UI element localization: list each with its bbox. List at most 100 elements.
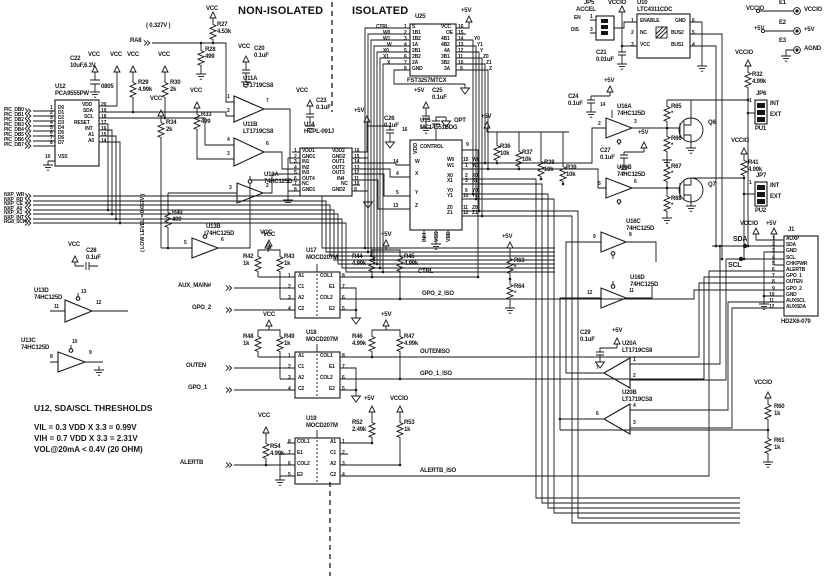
pin-name: NC: [640, 30, 647, 36]
ref-u19: U19 MOCD207M: [306, 416, 338, 429]
pin-name: 4A: [444, 48, 450, 54]
pin-number: 6: [634, 179, 637, 185]
pin-number: 9: [89, 350, 92, 356]
ref-j1: J1: [788, 227, 795, 233]
pin-name: W: [415, 159, 420, 165]
pin-name: E2: [329, 306, 335, 312]
net-nxp-ce: NXP_CE_: [4, 201, 26, 207]
pin-number: 2: [294, 154, 297, 160]
pin-number: 2: [288, 284, 291, 290]
net-nxp-rd: NXP_RD_: [4, 197, 26, 203]
pin-name: C1: [298, 364, 304, 370]
ref-e1: E1: [779, 0, 786, 6]
pin-number: 6: [465, 188, 468, 194]
pin-number: 11: [354, 176, 359, 182]
ref-u15-opt: OPT: [454, 118, 466, 124]
ic-u12: [54, 99, 100, 167]
pin-number: 5: [342, 306, 345, 312]
pin-name: D7: [58, 140, 64, 146]
pin-number: 4: [772, 255, 775, 261]
pin-number: 10: [354, 181, 360, 187]
pin-number: 11: [458, 54, 463, 60]
ref-pu2: PU2: [755, 208, 767, 214]
pin-number: 1: [227, 94, 230, 100]
pin-number: 3: [633, 420, 636, 426]
pin-name: AUXSDA: [786, 304, 806, 310]
ref-e2: E2: [779, 20, 786, 26]
ref-r68: R68 *: [671, 196, 682, 209]
pin-number: 13: [81, 289, 87, 295]
pin-name: W1: [447, 163, 455, 169]
pin-name: DIS: [571, 27, 579, 33]
pin-number: 2: [50, 110, 53, 116]
pin-number: 1: [772, 236, 775, 242]
pin-number: 3: [229, 185, 232, 191]
ic-u15: [409, 139, 463, 231]
pin-number: 1: [631, 18, 634, 24]
jumper-pins: [601, 19, 765, 204]
net-5v: +5V: [638, 130, 649, 136]
ic-u17: [294, 271, 341, 319]
pin-name: VCC: [640, 42, 650, 48]
pin-number: 8: [288, 439, 291, 445]
net-vccio: VCCIO: [754, 380, 773, 386]
pin-name: 1B2: [412, 36, 421, 42]
pin-number: 3: [590, 27, 593, 33]
pin-number: 15: [458, 30, 464, 36]
pin-name: E2: [297, 472, 303, 478]
net-w: W: [387, 42, 392, 48]
pin-number: 6: [221, 237, 224, 243]
pin-name: D0: [58, 105, 64, 111]
ic-u18: [294, 351, 341, 399]
ref-q7: Q7: [708, 182, 716, 188]
pin-number: 6: [342, 375, 345, 381]
annotation-0805: 0805: [101, 84, 114, 90]
ref-r39: R39 10k: [566, 165, 577, 178]
pin-number: 8: [294, 187, 297, 193]
net-5v: +5V: [604, 78, 615, 84]
pin-name: OUT3: [332, 170, 345, 176]
net-w1: W1: [383, 36, 391, 42]
ic-bodies: [54, 13, 819, 485]
jumper-jp7: [754, 181, 768, 207]
connector-j1: [783, 235, 819, 317]
pin-name: INT: [85, 126, 93, 132]
pin-name: IN1: [302, 159, 310, 165]
pin-name: A1: [330, 439, 336, 445]
ref-u13d: U13D 74HC125D: [34, 288, 63, 301]
pin-number: 16: [354, 148, 360, 154]
pin-name: D1: [58, 110, 64, 116]
pin-name: 2A: [412, 60, 418, 66]
pin-name: E1: [297, 450, 303, 456]
pin-name: E1: [329, 364, 335, 370]
pin-name: GND1: [302, 154, 316, 160]
pin-name: GND: [675, 18, 686, 24]
test-points: [755, 7, 801, 54]
pin-number: 6: [342, 295, 345, 301]
pin-number: 3: [294, 159, 297, 165]
pin-number: 6: [266, 141, 269, 147]
ref-jp7: JP7: [756, 173, 767, 179]
pin-number: 13: [458, 42, 464, 48]
net-5v: +5V: [612, 328, 623, 334]
ref-r65: R65 *: [671, 104, 682, 117]
ref-r67: R67 *: [671, 164, 682, 177]
ref-u16c: U16C 74HC125D: [626, 219, 655, 232]
pin-number: 6: [692, 18, 695, 24]
net-z: Z: [489, 66, 492, 72]
pin-name: S: [412, 24, 416, 30]
pin-name: VDD: [413, 142, 419, 154]
pin-number: 9: [593, 234, 596, 240]
threshold-note-vol: VOL@20mA < 0.4V (20 OHM): [34, 445, 143, 454]
net-vccio: VCCIO: [740, 221, 759, 227]
buffer-u16a: [605, 117, 634, 139]
pin-number: 16: [402, 127, 408, 133]
pin-name: IN3: [302, 170, 310, 176]
pin-number: 12: [458, 48, 464, 54]
ref-r30: R30 2k: [170, 80, 181, 93]
pin-number: 5: [396, 190, 399, 196]
net-vcc: VCC: [127, 52, 140, 58]
ref-r45: R45 4.99k: [404, 254, 419, 267]
net-x: X: [387, 60, 391, 66]
